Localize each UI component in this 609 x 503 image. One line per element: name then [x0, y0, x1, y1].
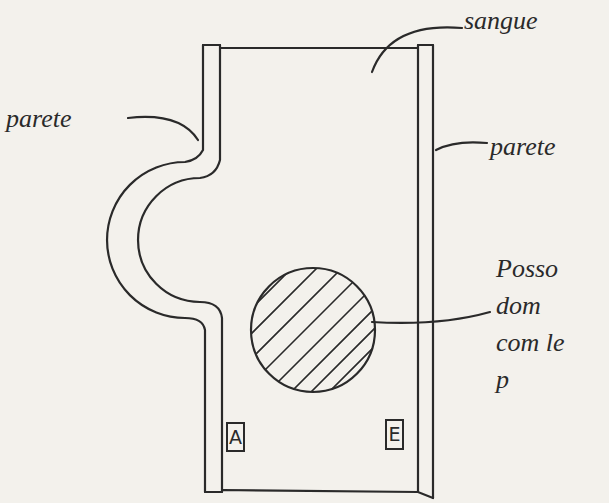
vessel-bottom	[205, 490, 433, 498]
leader-line	[372, 27, 462, 72]
vessel-top	[203, 45, 433, 48]
hatched-circle	[251, 268, 375, 392]
vessel-wall-outer	[107, 45, 205, 492]
hatching	[240, 250, 385, 405]
leader-line	[372, 312, 490, 323]
vessel-wall-right	[418, 45, 433, 498]
handwritten-label: parete	[490, 128, 605, 165]
handwritten-label: Posso dom com le p	[496, 250, 568, 398]
box-letter: E	[388, 425, 400, 444]
vessel-wall-inner	[138, 45, 222, 492]
handwritten-label: parete	[6, 100, 136, 137]
letter-box: E	[385, 419, 404, 450]
handwritten-label: sangue	[464, 2, 604, 39]
letter-box: A	[226, 422, 245, 452]
box-letter: A	[229, 428, 242, 447]
leader-line	[128, 117, 198, 140]
leader-line	[436, 142, 487, 150]
